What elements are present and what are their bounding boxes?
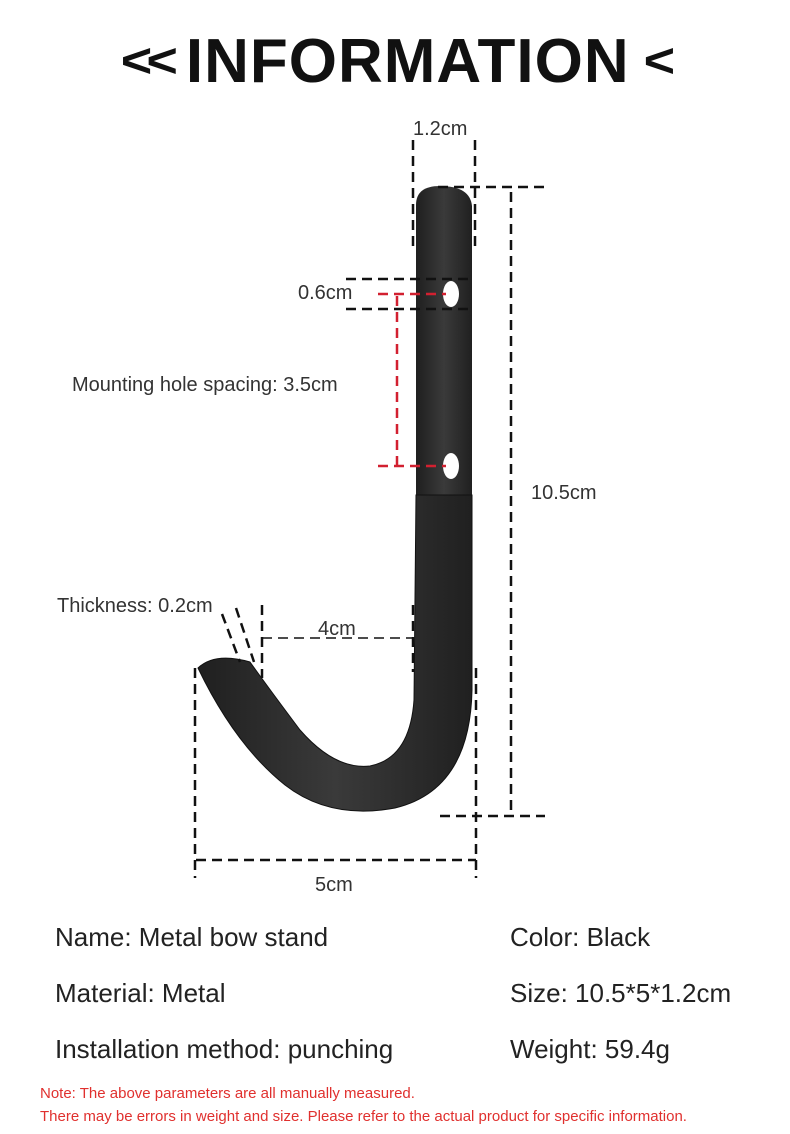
spec-color: Color: Black: [510, 922, 651, 952]
spec-material: Material: Metal: [55, 978, 226, 1008]
note-line-1: Note: The above parameters are all manua…: [40, 1085, 415, 1102]
note-line-2: There may be errors in weight and size. …: [40, 1108, 687, 1125]
height-label: 10.5cm: [531, 482, 597, 504]
spec-installation: Installation method: punching: [55, 1034, 394, 1064]
inner-gap-label: 4cm: [318, 618, 356, 640]
metal-hook: [197, 186, 473, 812]
page-title: INFORMATION: [185, 26, 630, 96]
spec-name: Name: Metal bow stand: [55, 922, 329, 952]
mounting-hole-bottom: [443, 453, 459, 479]
hole-diameter-label: 0.6cm: [298, 282, 353, 304]
hook-diagram: [193, 140, 545, 878]
page-header: << INFORMATION <: [0, 16, 790, 106]
double-chevron-left-icon: <<: [120, 34, 178, 88]
spec-weight: Weight: 59.4g: [510, 1034, 670, 1064]
hole-spacing-label: Mounting hole spacing: 3.5cm: [72, 374, 338, 396]
hole-spacing-lines: [378, 292, 446, 468]
dimension-lines: [193, 140, 545, 878]
mounting-hole-top: [443, 281, 459, 307]
top-width-label: 1.2cm: [413, 118, 468, 140]
spec-size: Size: 10.5*5*1.2cm: [510, 978, 732, 1008]
thickness-label: Thickness: 0.2cm: [57, 595, 213, 617]
chevron-left-icon: <: [643, 34, 675, 88]
total-width-label: 5cm: [315, 874, 353, 896]
